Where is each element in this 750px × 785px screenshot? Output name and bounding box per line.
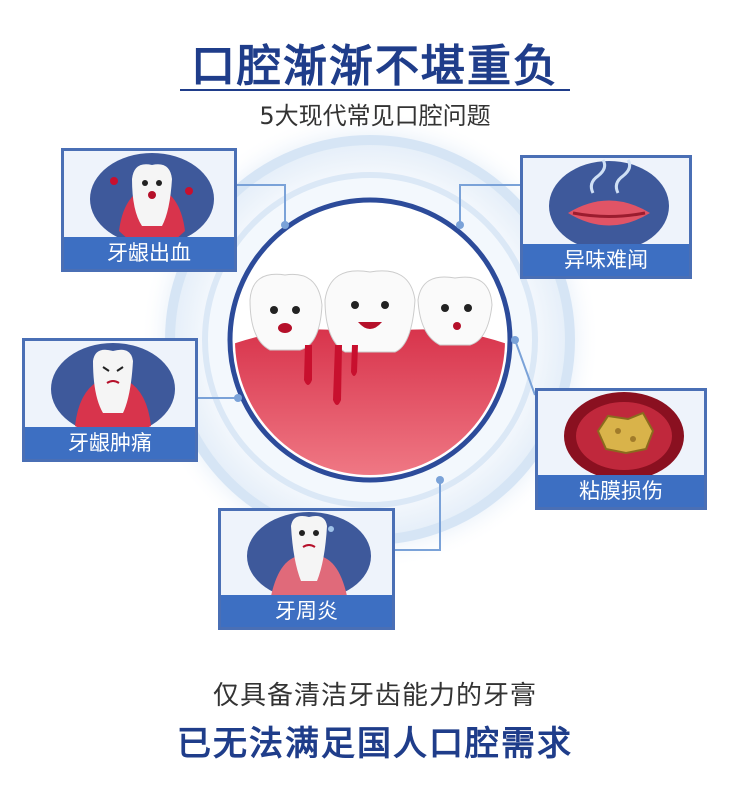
mucosa-injury-icon [564,392,684,480]
page-title: 口腔渐渐不堪重负 [191,41,559,92]
problem-card-bad-breath: 异味难闻 [520,155,692,279]
problem-card-mucosa-injury: 粘膜损伤 [535,388,707,510]
page-subtitle: 5大现代常见口腔问题 [259,102,491,130]
footer-line-1: 仅具备清洁牙齿能力的牙膏 [212,681,537,711]
center-teeth-illustration [235,205,505,475]
bad-breath-icon [549,159,669,251]
problem-card-swollen-gums: 牙龈肿痛 [22,338,198,462]
problem-card-bleeding-gums: 牙龈出血 [61,148,237,272]
footer-line-2: 已无法满足国人口腔需求 [177,724,573,764]
problem-label: 粘膜损伤 [538,475,704,507]
periodontitis-icon [247,512,371,603]
problem-card-periodontitis: 牙周炎 [218,508,395,630]
problem-label: 牙龈肿痛 [25,427,195,459]
problem-label: 异味难闻 [523,244,689,276]
bleeding-gum-icon [90,153,214,245]
swollen-gum-icon [51,343,175,435]
title-divider [180,89,570,91]
problem-label: 牙龈出血 [64,237,234,269]
problem-label: 牙周炎 [221,595,392,627]
